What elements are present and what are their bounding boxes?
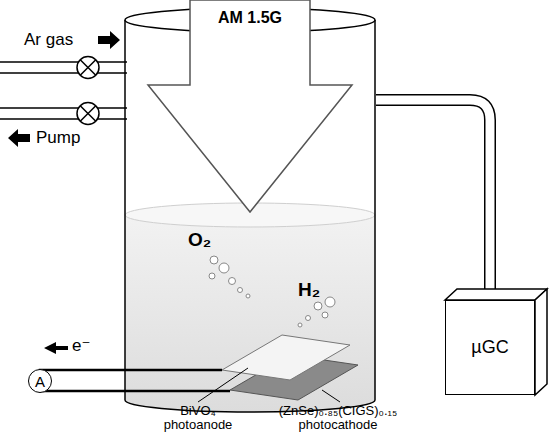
sunlight-arrow [148, 0, 352, 212]
gc-box-top [445, 289, 547, 300]
hydrogen-label: H₂ [298, 280, 338, 301]
photoanode-plate [222, 335, 350, 380]
node-text: µGC [471, 337, 508, 358]
pump-label: Pump [36, 129, 96, 148]
oxygen-label: O₂ [188, 230, 228, 251]
electron-arrow [44, 342, 68, 354]
leader-line [322, 390, 340, 402]
gas-inlet-label: Ar gas [24, 31, 96, 50]
flow-arrow [8, 129, 30, 147]
gc-box: µGC [445, 300, 535, 395]
gas-tube [376, 100, 490, 291]
photocathode-label: (ZnSe)₀.₈₅(CIGS)₀.₁₅ photocathode [258, 404, 418, 433]
leader-line [198, 368, 248, 402]
node-text: A [35, 373, 45, 390]
gas-pipes [0, 62, 127, 119]
gas-tube [376, 100, 490, 289]
electron-label: e⁻ [72, 337, 102, 356]
ammeter-circle: A [28, 369, 52, 393]
valve-symbol [77, 57, 99, 125]
gc-box-side [535, 289, 547, 395]
light-source-label: AM 1.5G [190, 4, 310, 32]
flow-arrow [98, 31, 120, 49]
circuit-wires [40, 370, 230, 391]
photoanode-label: BiVO₄ photoanode [150, 404, 246, 433]
node-text: AM 1.5G [218, 9, 282, 27]
